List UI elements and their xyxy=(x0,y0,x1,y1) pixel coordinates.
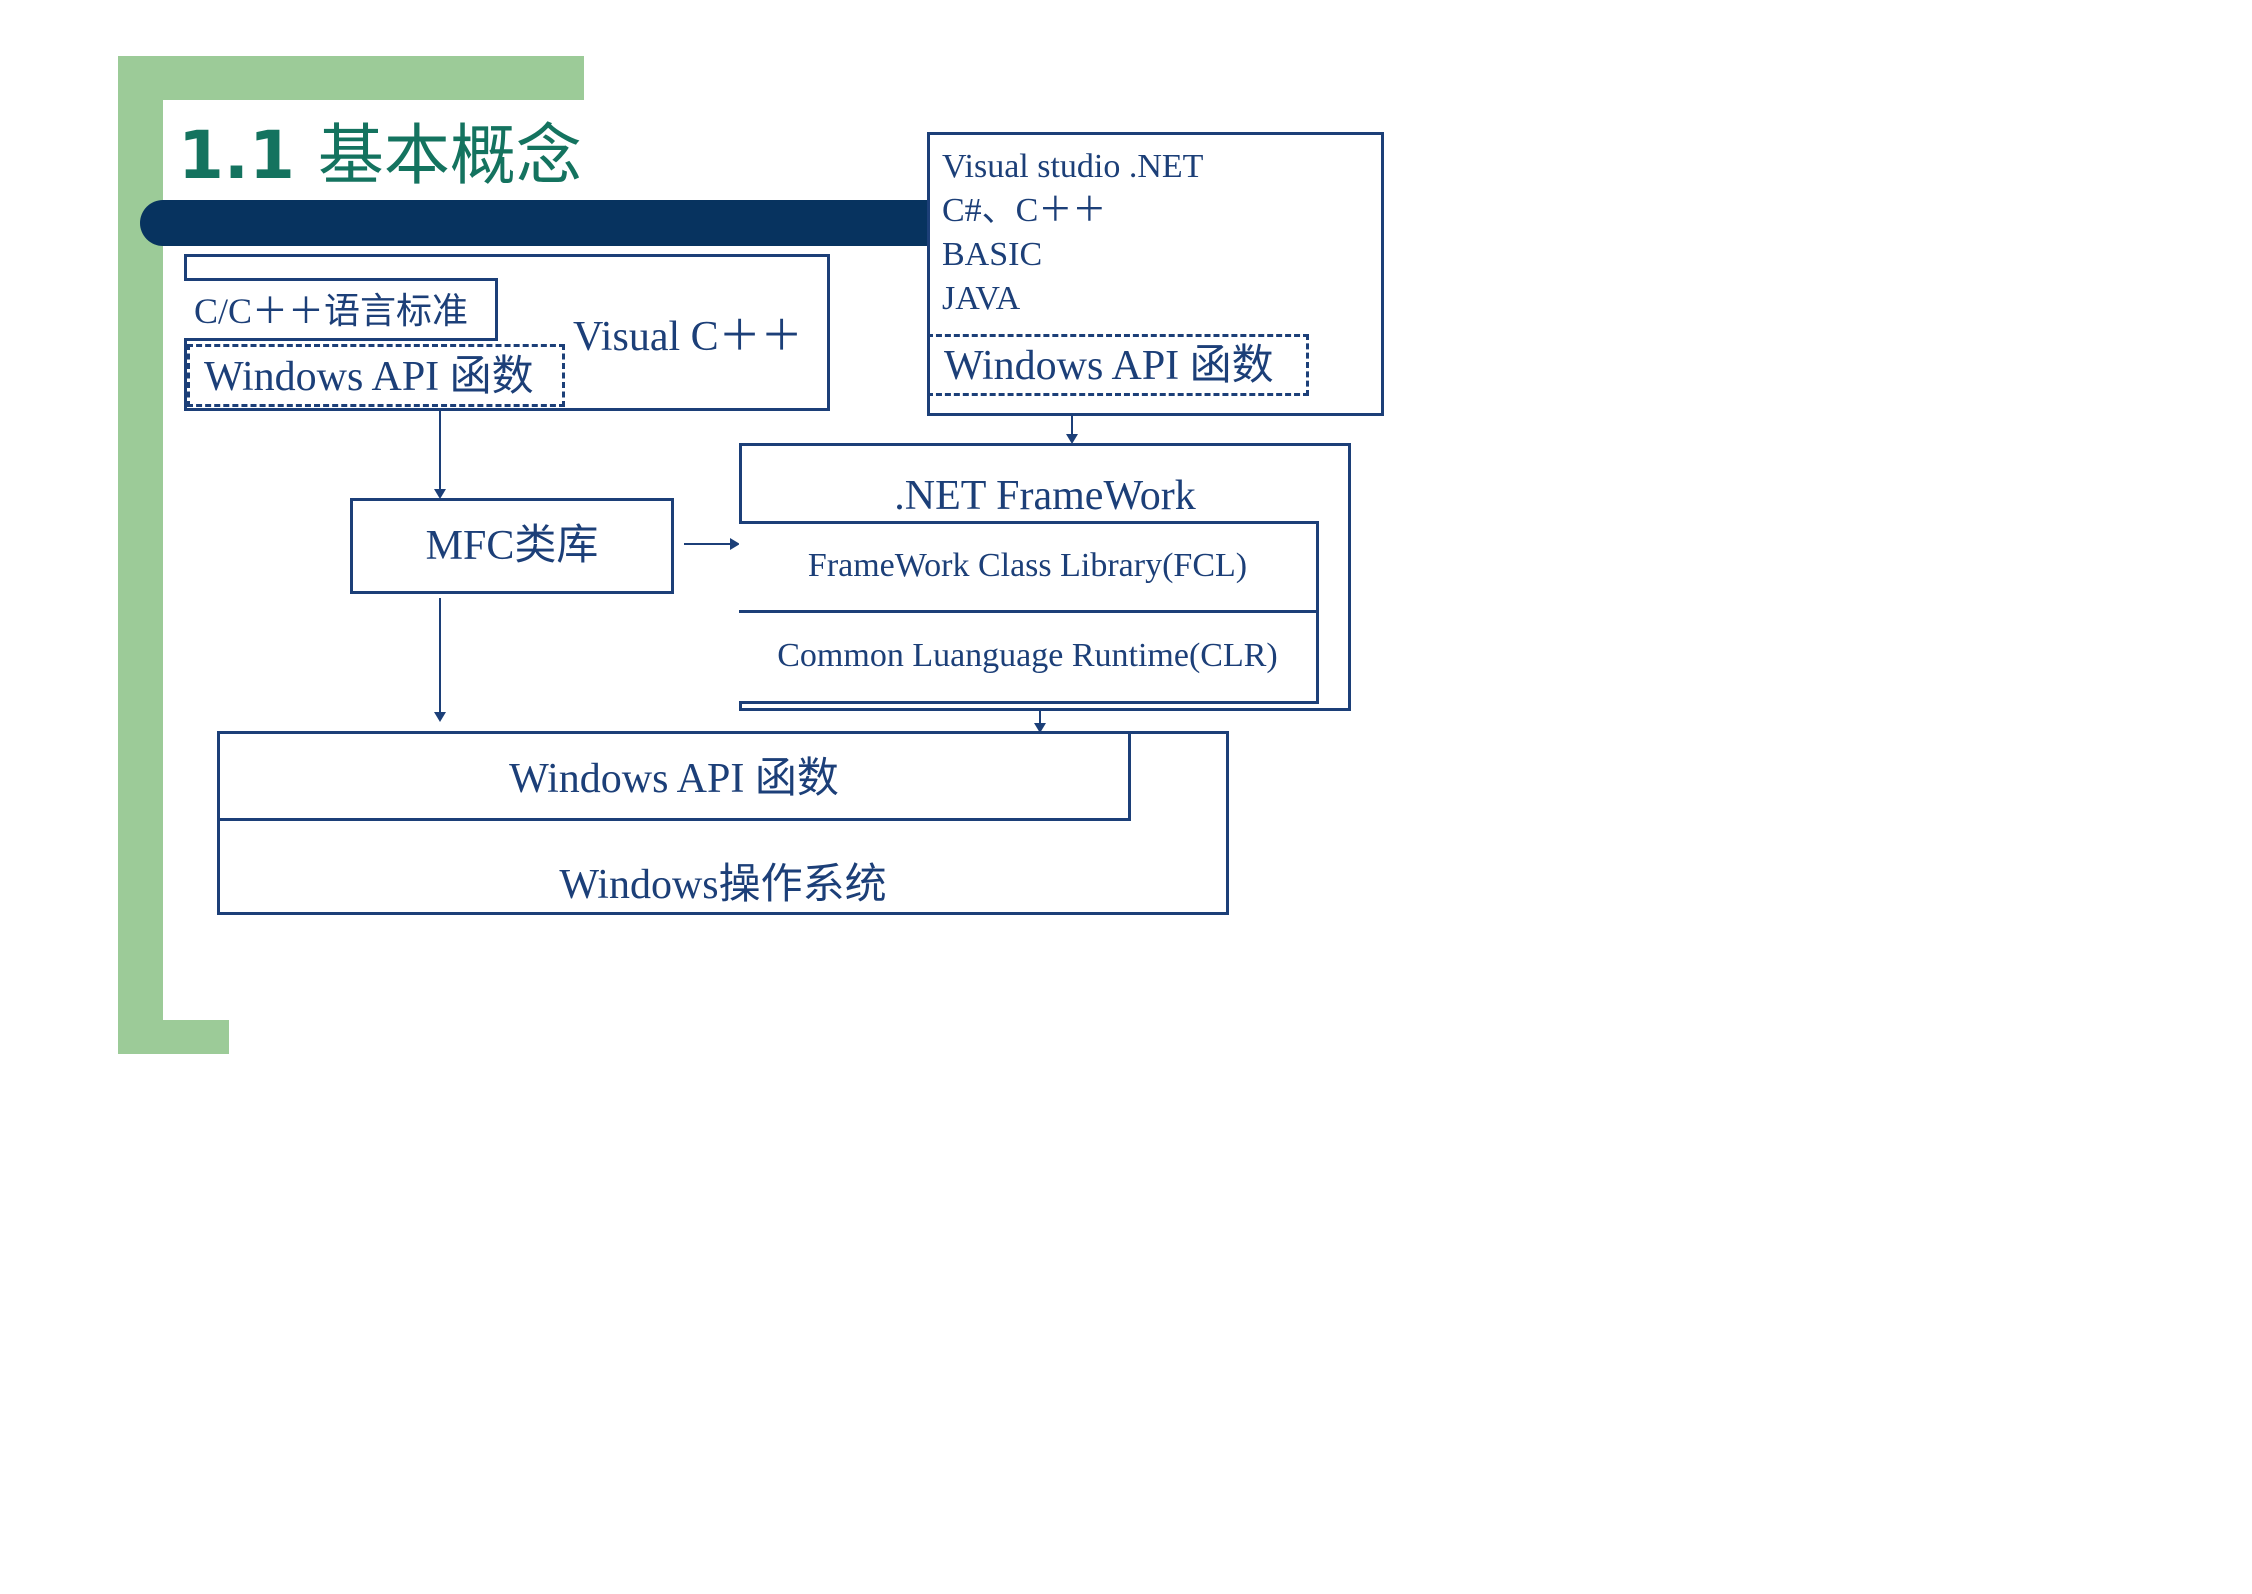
slide-title-number: 1.1 xyxy=(178,117,295,194)
arrow-framework-to-windows-api xyxy=(1034,711,1046,733)
windows-api-label: Windows API 函数 xyxy=(509,756,839,802)
language-line: Visual studio .NET xyxy=(942,148,1204,185)
windows-os-label: Windows操作系统 xyxy=(559,862,887,908)
visual-cpp-api-box: Windows API 函数 xyxy=(187,344,565,407)
arrow-langs-to-framework xyxy=(1066,416,1078,444)
clr-label: Common Luanguage Runtime(CLR) xyxy=(777,637,1278,674)
dotnet-languages-list: Visual studio .NET C#、C＋＋ BASIC JAVA xyxy=(942,145,1203,321)
dotnet-framework-block: .NET FrameWork FrameWork Class Library(F… xyxy=(739,443,1351,711)
dotnet-languages-block: Visual studio .NET C#、C＋＋ BASIC JAVA Win… xyxy=(927,132,1384,416)
framework-inner-box: FrameWork Class Library(FCL) Common Luan… xyxy=(739,521,1319,704)
dotnet-api-box: Windows API 函数 xyxy=(927,334,1309,396)
dotnet-api-label: Windows API 函数 xyxy=(944,343,1274,389)
arrow-mfc-to-windows-api xyxy=(434,598,446,722)
slide-title-text: 基本概念 xyxy=(317,117,582,194)
windows-api-box: Windows API 函数 xyxy=(217,731,1131,821)
visual-cpp-label: Visual C＋＋ xyxy=(573,314,803,360)
title-rule-bar xyxy=(140,200,934,246)
fcl-label: FrameWork Class Library(FCL) xyxy=(807,547,1248,584)
visual-cpp-api-label: Windows API 函数 xyxy=(204,354,534,400)
c-cpp-standard-label: C/C＋＋语言标准 xyxy=(194,291,469,331)
arrow-mfc-to-framework xyxy=(684,538,740,550)
c-cpp-standard-box: C/C＋＋语言标准 xyxy=(184,278,498,341)
dotnet-framework-title: .NET FrameWork xyxy=(894,473,1196,519)
slide-title: 1.1 基本概念 xyxy=(178,114,582,198)
mfc-label: MFC类库 xyxy=(425,523,599,569)
windows-os-block: Windows API 函数 Windows操作系统 xyxy=(217,731,1229,915)
accent-bar-top xyxy=(118,56,584,100)
language-line: JAVA xyxy=(942,280,1021,317)
accent-bar-bottom xyxy=(118,1020,229,1054)
mfc-box: MFC类库 xyxy=(350,498,674,594)
language-line: BASIC xyxy=(942,236,1043,273)
framework-divider xyxy=(739,610,1316,613)
language-line: C#、C＋＋ xyxy=(942,192,1107,229)
arrow-visualcpp-to-mfc xyxy=(434,411,446,499)
visual-cpp-block: C/C＋＋语言标准 Windows API 函数 Visual C＋＋ xyxy=(184,254,830,411)
